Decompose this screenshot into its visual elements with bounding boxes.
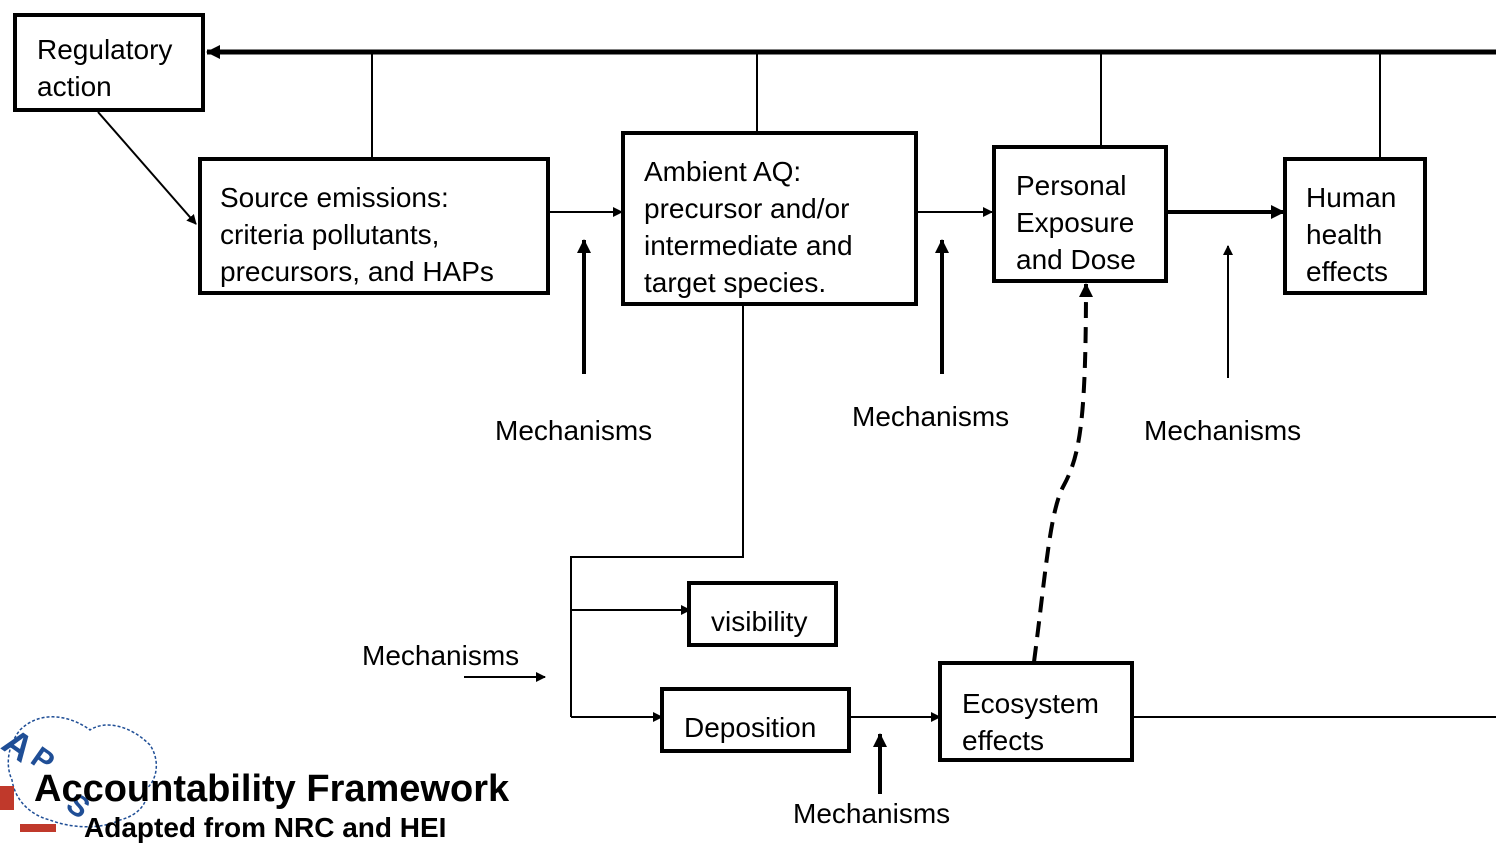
source-emissions-box: Source emissions: criteria pollutants, p… bbox=[198, 157, 550, 295]
ecosystem-line-2: effects bbox=[962, 725, 1044, 756]
personal-exposure-box: Personal Exposure and Dose bbox=[992, 145, 1168, 283]
deposition-label: Deposition bbox=[684, 712, 817, 743]
ecosystem-line-1: Ecosystem bbox=[962, 688, 1099, 719]
personal-exposure-line-1: Personal bbox=[1016, 170, 1127, 201]
footer-subtitle: Adapted from NRC and HEI bbox=[84, 812, 447, 843]
visibility-box: visibility bbox=[687, 581, 838, 647]
source-emissions-line-2: criteria pollutants, bbox=[220, 219, 440, 250]
mechanisms-label-4: Mechanisms bbox=[362, 640, 520, 671]
regulatory-action-box: Regulatory action bbox=[13, 13, 205, 112]
ambient-aq-line-1: Ambient AQ: bbox=[644, 156, 802, 187]
source-emissions-line-1: Source emissions: bbox=[220, 182, 449, 213]
human-health-box: Human health effects bbox=[1283, 157, 1427, 295]
mechanisms-label-1: Mechanisms bbox=[495, 415, 653, 446]
ambient-aq-box: Ambient AQ: precursor and/or intermediat… bbox=[621, 131, 918, 306]
ambient-aq-line-3: intermediate and bbox=[644, 230, 853, 261]
human-health-line-3: effects bbox=[1306, 256, 1388, 287]
mechanisms-label-2: Mechanisms bbox=[852, 401, 1010, 432]
regulatory-to-source-arrow bbox=[97, 111, 197, 225]
mechanisms-label-3: Mechanisms bbox=[1144, 415, 1302, 446]
source-emissions-line-3: precursors, and HAPs bbox=[220, 256, 494, 287]
personal-exposure-line-3: and Dose bbox=[1016, 244, 1136, 275]
human-health-line-2: health bbox=[1306, 219, 1383, 250]
human-health-line-1: Human bbox=[1306, 182, 1397, 213]
visibility-label: visibility bbox=[711, 606, 808, 637]
mechanisms-label-5: Mechanisms bbox=[793, 798, 951, 829]
regulatory-action-line-1: Regulatory bbox=[37, 34, 173, 65]
aps-logo: A P S bbox=[0, 716, 157, 832]
ambient-branch-line bbox=[570, 306, 744, 717]
deposition-box: Deposition bbox=[660, 687, 851, 753]
regulatory-action-line-2: action bbox=[37, 71, 112, 102]
personal-exposure-line-2: Exposure bbox=[1016, 207, 1135, 238]
ambient-aq-line-4: target species. bbox=[644, 267, 827, 298]
ecosystem-to-exposure-dashed bbox=[1032, 283, 1093, 663]
ambient-aq-line-2: precursor and/or bbox=[644, 193, 850, 224]
ecosystem-effects-box: Ecosystem effects bbox=[938, 661, 1134, 762]
footer-title: Accountability Framework bbox=[34, 768, 510, 810]
